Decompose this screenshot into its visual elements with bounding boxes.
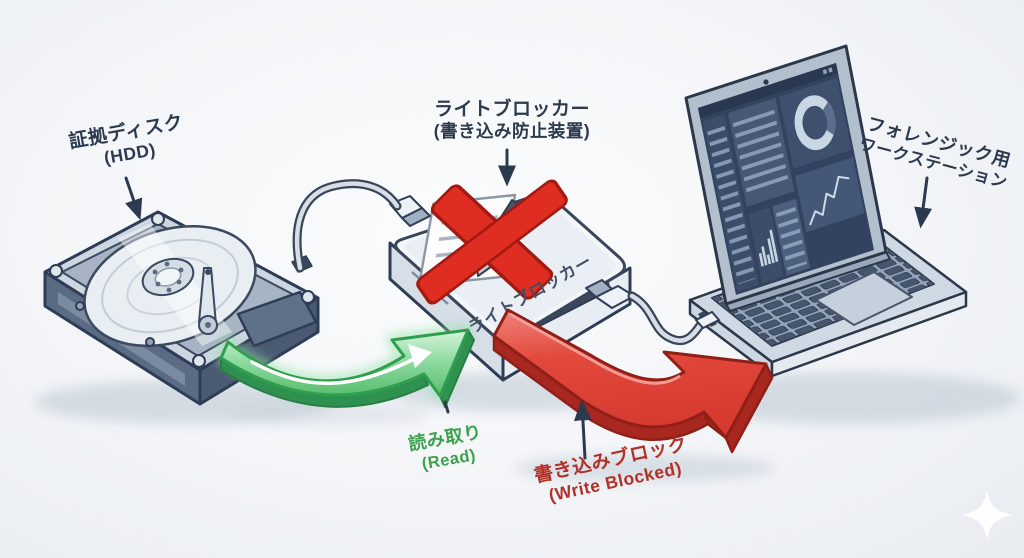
hdd-illustration xyxy=(43,210,320,406)
bar-chart xyxy=(748,207,784,284)
sparkle-icon xyxy=(962,490,1012,540)
read-tick xyxy=(443,400,450,414)
label-pointer-arrows xyxy=(124,148,933,460)
read-arrow xyxy=(215,324,475,408)
keyboard xyxy=(712,238,934,346)
write-blocked-arrow xyxy=(492,308,774,454)
hdd-screws xyxy=(49,212,315,368)
no-write-icon xyxy=(416,179,568,305)
inner-white-arrow xyxy=(250,356,418,385)
trackpad xyxy=(815,271,913,326)
evidence-pointer xyxy=(124,176,143,221)
workstation-pointer xyxy=(914,176,933,229)
label-blocker-line1: ライトブロッカー xyxy=(433,98,591,120)
hdd-read-arm xyxy=(198,267,318,348)
red-x-icon xyxy=(416,179,568,305)
webcam-icon xyxy=(763,79,769,85)
blocked-pointer xyxy=(573,399,592,460)
donut-chart xyxy=(778,77,852,169)
screen-dashboard xyxy=(698,63,874,295)
laptop-illustration xyxy=(686,46,966,376)
label-write-blocker: ライトブロッカー (書き込み防止装置) xyxy=(434,98,590,143)
usb-cable-blocker-to-laptop xyxy=(627,291,721,346)
usb-cable-hdd-to-blocker xyxy=(292,179,402,273)
hdd-spindle xyxy=(141,257,195,297)
label-blocker-line2: (書き込み防止装置) xyxy=(433,120,591,141)
